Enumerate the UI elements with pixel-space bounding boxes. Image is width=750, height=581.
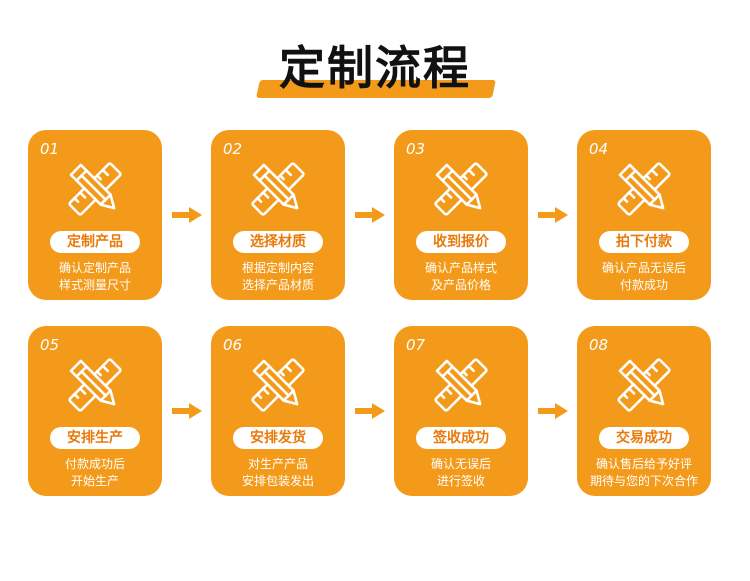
step-number: 06 bbox=[223, 336, 243, 354]
step-card-03: 03 收到报价确认产品样式及产品价格 bbox=[394, 130, 528, 300]
step-number: 07 bbox=[406, 336, 426, 354]
step-label: 收到报价 bbox=[416, 231, 506, 253]
arrow-right-icon bbox=[355, 403, 385, 419]
step-number: 08 bbox=[589, 336, 609, 354]
step-card-05: 05 安排生产付款成功后开始生产 bbox=[28, 326, 162, 496]
ruler-pencil-icon bbox=[247, 354, 309, 416]
step-description: 确认定制产品样式测量尺寸 bbox=[28, 260, 162, 294]
step-label: 选择材质 bbox=[233, 231, 323, 253]
step-description-line: 付款成功 bbox=[619, 278, 668, 292]
step-description: 确认产品无误后付款成功 bbox=[577, 260, 711, 294]
step-label: 拍下付款 bbox=[599, 231, 689, 253]
arrow-right-icon bbox=[355, 207, 385, 223]
step-description-line: 确认产品无误后 bbox=[601, 261, 686, 275]
step-card-04: 04 拍下付款确认产品无误后付款成功 bbox=[577, 130, 711, 300]
step-description: 对生产产品安排包装发出 bbox=[211, 456, 345, 490]
step-card-08: 08 交易成功确认售后给予好评期待与您的下次合作 bbox=[577, 326, 711, 496]
step-card-01: 01 定制产品确认定制产品样式测量尺寸 bbox=[28, 130, 162, 300]
step-description-line: 确认售后给予好评 bbox=[595, 457, 692, 471]
step-description-line: 进行签收 bbox=[436, 474, 485, 488]
step-number: 03 bbox=[406, 140, 426, 158]
step-description-line: 根据定制内容 bbox=[241, 261, 314, 275]
step-label: 安排生产 bbox=[50, 427, 140, 449]
step-description-line: 期待与您的下次合作 bbox=[589, 474, 698, 488]
arrow-right-icon bbox=[538, 403, 568, 419]
arrow-right-icon bbox=[172, 207, 202, 223]
page-title: 定制流程 bbox=[279, 41, 471, 95]
ruler-pencil-icon bbox=[64, 158, 126, 220]
ruler-pencil-icon bbox=[430, 158, 492, 220]
step-label: 签收成功 bbox=[416, 427, 506, 449]
step-number: 05 bbox=[40, 336, 60, 354]
step-description-line: 安排包装发出 bbox=[241, 474, 314, 488]
arrow-right-icon bbox=[538, 207, 568, 223]
step-description-line: 付款成功后 bbox=[64, 457, 125, 471]
step-description: 确认售后给予好评期待与您的下次合作 bbox=[577, 456, 711, 490]
step-description-line: 确认定制产品 bbox=[58, 261, 131, 275]
step-description: 确认无误后进行签收 bbox=[394, 456, 528, 490]
step-description-line: 开始生产 bbox=[70, 474, 119, 488]
ruler-pencil-icon bbox=[430, 354, 492, 416]
step-description-line: 及产品价格 bbox=[430, 278, 491, 292]
step-label: 安排发货 bbox=[233, 427, 323, 449]
step-label: 交易成功 bbox=[599, 427, 689, 449]
step-number: 02 bbox=[223, 140, 243, 158]
step-description-line: 确认无误后 bbox=[430, 457, 491, 471]
step-number: 04 bbox=[589, 140, 609, 158]
step-description-line: 确认产品样式 bbox=[424, 261, 497, 275]
ruler-pencil-icon bbox=[247, 158, 309, 220]
ruler-pencil-icon bbox=[613, 354, 675, 416]
step-card-02: 02 选择材质根据定制内容选择产品材质 bbox=[211, 130, 345, 300]
step-number: 01 bbox=[40, 140, 60, 158]
step-card-07: 07 签收成功确认无误后进行签收 bbox=[394, 326, 528, 496]
step-description: 付款成功后开始生产 bbox=[28, 456, 162, 490]
ruler-pencil-icon bbox=[613, 158, 675, 220]
title-area: 定制流程 bbox=[0, 22, 750, 98]
step-description: 确认产品样式及产品价格 bbox=[394, 260, 528, 294]
step-description-line: 选择产品材质 bbox=[241, 278, 314, 292]
step-description-line: 样式测量尺寸 bbox=[58, 278, 131, 292]
step-description-line: 对生产产品 bbox=[247, 457, 308, 471]
step-description: 根据定制内容选择产品材质 bbox=[211, 260, 345, 294]
arrow-right-icon bbox=[172, 403, 202, 419]
step-label: 定制产品 bbox=[50, 231, 140, 253]
step-card-06: 06 安排发货对生产产品安排包装发出 bbox=[211, 326, 345, 496]
ruler-pencil-icon bbox=[64, 354, 126, 416]
